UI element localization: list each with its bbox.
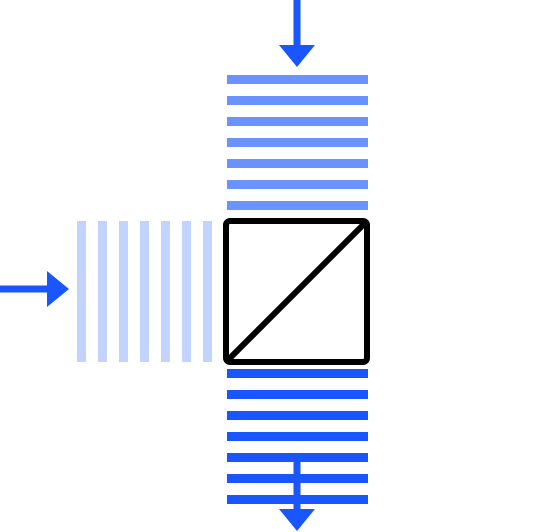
left-beam-wavefront [119,221,128,362]
top-beam-wavefront [227,138,368,147]
bottom-beam-wavefront [227,369,368,378]
beam-splitter-diagonal [226,221,367,362]
input-left-arrow [0,271,69,307]
top-beam-wavefront [227,96,368,105]
left-beam-wavefront [77,221,86,362]
left-beam-wavefront [161,221,170,362]
top-beam-wavefront [227,201,368,210]
left-beam-wavefront [203,221,212,362]
top-beam-wavefront [227,75,368,84]
beam-splitter-square [223,218,370,365]
top-beam [227,75,368,210]
output-bottom-arrow [279,462,315,531]
top-beam-wavefront [227,159,368,168]
input-top-arrow [279,0,315,67]
left-beam-wavefront [140,221,149,362]
left-beam-wavefront [98,221,107,362]
bottom-beam-wavefront [227,411,368,420]
left-beam-wavefront [182,221,191,362]
top-beam-wavefront [227,180,368,189]
bottom-beam-wavefront [227,453,368,462]
beam-splitter-cube [223,218,370,365]
bottom-beam-wavefront [227,432,368,441]
left-beam [77,221,212,362]
bottom-beam-wavefront [227,390,368,399]
top-beam-wavefront [227,117,368,126]
